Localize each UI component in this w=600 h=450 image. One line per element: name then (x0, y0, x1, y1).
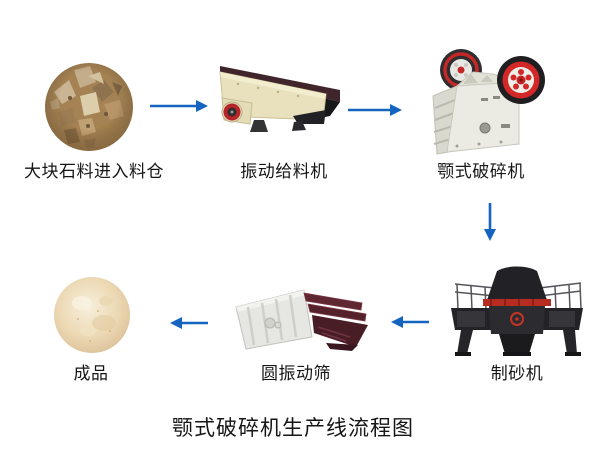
arrow-right-icon (150, 100, 208, 112)
jaw-crusher-image (432, 49, 545, 155)
circular-vibrating-screen-image (235, 289, 368, 351)
sand-making-machine-image (451, 266, 583, 356)
flowchart-title: 颚式破碎机生产线流程图 (172, 416, 414, 440)
arrow-right-icon (348, 104, 402, 116)
arrow-left-icon (391, 316, 429, 328)
raw-stone-pile-image (45, 63, 133, 151)
stage-label-feeder: 振动给料机 (240, 162, 328, 181)
front-flywheel (497, 56, 545, 104)
stage-label-jaw-crusher: 颚式破碎机 (437, 162, 525, 181)
stage-label-product: 成品 (73, 364, 109, 383)
stage-label-stone: 大块石料进入料仓 (24, 162, 164, 181)
stage-label-sand-maker: 制砂机 (490, 364, 544, 383)
arrow-left-icon (170, 317, 208, 329)
arrow-down-icon (484, 203, 496, 241)
finished-sand-image (54, 277, 130, 353)
vibrating-feeder-image (219, 66, 340, 132)
stage-label-screen: 圆振动筛 (261, 364, 331, 383)
